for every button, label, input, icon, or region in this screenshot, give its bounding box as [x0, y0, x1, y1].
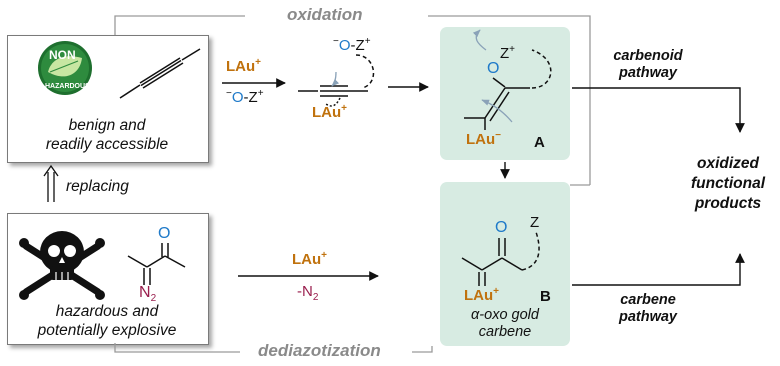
carbene-pathway-arrow: [572, 253, 745, 286]
B-LAu-text: LAu: [464, 287, 494, 304]
A-LAu-text: LAu: [466, 131, 496, 148]
A-LAu: LAu−: [466, 130, 501, 148]
diazo-nitrogen-sub: 2: [150, 293, 157, 305]
complex-LAu-charge: +: [341, 103, 348, 114]
alkyne-complex-structure: [298, 54, 375, 107]
benign-caption: benign and readily accessible: [7, 116, 207, 154]
bottom-catalyst: LAu+: [292, 250, 327, 268]
top-oxidant-plus: +: [257, 88, 264, 99]
complex-oxidant: −O-Z+: [333, 36, 371, 54]
complex-LAu: LAu+: [312, 103, 347, 121]
complex-LAu-text: LAu: [312, 104, 342, 121]
intermediate-B-structure: [461, 231, 540, 286]
hazardous-caption-line1: hazardous and: [55, 303, 159, 320]
carbenoid-pathway-label: carbenoid pathway: [598, 48, 698, 82]
intermediate-B-box: [440, 182, 570, 346]
benign-caption-line2: readily accessible: [45, 136, 169, 153]
non-hazardous-badge-icon: [38, 41, 92, 95]
B-caption-line2: carbene: [478, 324, 532, 340]
top-oxidant-minus: −: [226, 88, 232, 99]
top-catalyst-charge: +: [255, 57, 262, 68]
B-LAu-charge: +: [493, 286, 500, 297]
B-oxygen: O: [495, 219, 508, 236]
A-label: A: [534, 134, 545, 151]
B-caption-line1: α-oxo gold: [471, 307, 539, 323]
diazo-ketone-structure: [127, 243, 186, 285]
A-Z: Z+: [500, 44, 515, 62]
intermediate-A-structure: [464, 49, 552, 130]
carbene-pathway-label: carbene pathway: [598, 292, 698, 326]
B-label: B: [540, 288, 551, 305]
badge-top-text: NON: [49, 48, 76, 62]
carbenoid-line1: carbenoid: [613, 48, 683, 64]
bottom-loss: -N2: [297, 283, 318, 303]
B-Z: Z: [530, 214, 540, 231]
bottom-catalyst-name: LAu: [292, 251, 322, 268]
carbene-line2: pathway: [618, 309, 677, 325]
B-caption: α-oxo gold carbene: [440, 307, 570, 341]
diazo-nitrogen-symbol: N: [139, 284, 151, 301]
bottom-catalyst-charge: +: [321, 250, 328, 261]
products-label: oxidized functional products: [678, 154, 778, 214]
replacing-double-arrow: [43, 164, 59, 202]
top-catalyst: LAu+: [226, 57, 261, 75]
top-oxidant-Z: -Z: [243, 89, 258, 106]
dediazotization-bracket: [114, 343, 433, 353]
oxidation-bracket: [114, 15, 591, 186]
top-catalyst-name: LAu: [226, 58, 256, 75]
B-LAu: LAu+: [464, 286, 499, 304]
carbenoid-line2: pathway: [618, 65, 677, 81]
hazardous-caption-line2: potentially explosive: [37, 322, 177, 339]
hazardous-caption: hazardous and potentially explosive: [7, 302, 207, 340]
complex-O: O: [338, 37, 351, 54]
products-line3: products: [694, 195, 762, 212]
diazo-nitrogen: N2: [139, 284, 156, 304]
alkyne-structure: [119, 48, 201, 99]
carbenoid-pathway-arrow: [572, 87, 745, 133]
diazo-oxygen: O: [158, 225, 171, 242]
badge-bottom-text: HAZARDOUS: [45, 83, 90, 90]
complex-O-minus: −: [333, 36, 339, 47]
products-line2: functional: [690, 175, 766, 192]
bottom-loss-sub: 2: [312, 292, 319, 303]
top-oxidant-O: O: [231, 89, 244, 106]
benign-caption-line1: benign and: [68, 117, 146, 134]
A-LAu-charge: −: [495, 130, 502, 141]
replacing-label: replacing: [66, 178, 129, 195]
dediazotization-label: dediazotization: [258, 341, 381, 360]
intermediate-A-box: [440, 27, 570, 160]
skull-crossbones-icon: [19, 231, 105, 300]
A-Z-letter: Z: [500, 45, 510, 62]
products-line1: oxidized: [696, 155, 759, 172]
top-oxidant: −O-Z+: [226, 88, 264, 106]
A-Z-plus: +: [509, 44, 516, 55]
complex-Z: -Z: [350, 37, 365, 54]
complex-Z-plus: +: [364, 36, 371, 47]
bottom-loss-text: -N: [297, 283, 313, 300]
carbene-line1: carbene: [620, 292, 676, 308]
oxidation-label: oxidation: [287, 5, 363, 24]
A-oxygen: O: [487, 60, 500, 77]
